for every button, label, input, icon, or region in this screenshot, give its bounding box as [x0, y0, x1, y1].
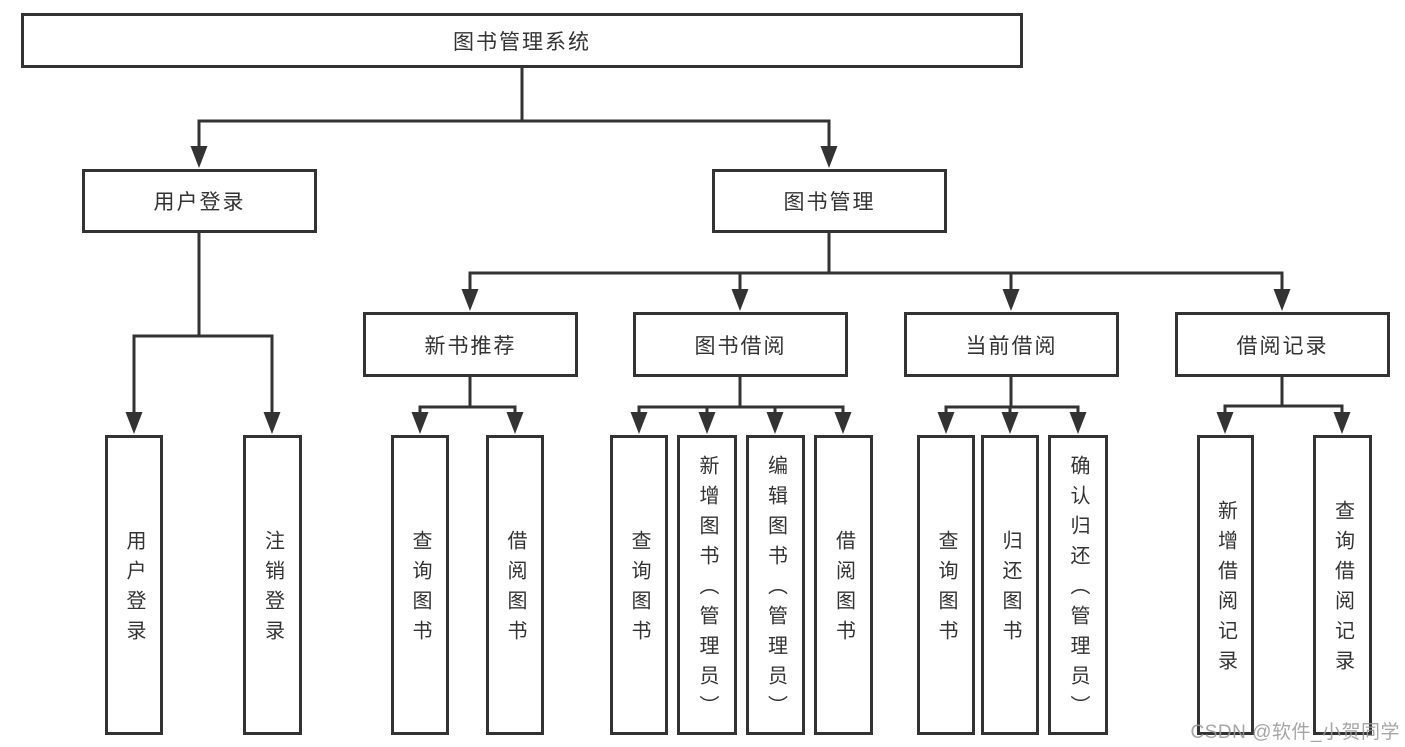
arrowhead-down-icon — [766, 412, 784, 434]
node-label-query-books-recommend: 查询图书 — [409, 530, 431, 650]
node-label-query-books-current: 查询图书 — [935, 530, 957, 650]
node-root: 图书管理系统 — [21, 13, 1023, 68]
node-label-book-borrowing: 图书借阅 — [694, 334, 787, 358]
node-label-add-books-admin: 新增图书（管理员） — [696, 455, 718, 725]
node-borrowing-records: 借阅记录 — [1175, 312, 1390, 377]
arrowhead-down-icon — [731, 289, 749, 311]
node-label-borrowing-records: 借阅记录 — [1236, 334, 1329, 358]
node-book-borrowing: 图书借阅 — [633, 312, 848, 377]
arrowhead-down-icon — [190, 146, 208, 168]
arrowhead-down-icon — [1001, 412, 1019, 434]
node-add-books-admin: 新增图书（管理员） — [677, 435, 737, 735]
node-query-books-borrowing: 查询图书 — [610, 435, 668, 735]
arrowhead-down-icon — [1069, 412, 1087, 434]
node-label-new-book-recommend: 新书推荐 — [424, 334, 517, 358]
node-borrow-books-recommend: 借阅图书 — [486, 435, 544, 735]
node-label-add-borrow-record: 新增借阅记录 — [1214, 500, 1237, 680]
arrowhead-down-icon — [1216, 412, 1234, 434]
node-confirm-return-admin: 确认归还（管理员） — [1048, 435, 1108, 735]
node-query-books-current: 查询图书 — [917, 435, 975, 735]
node-label-borrow-books-borrowing: 借阅图书 — [832, 530, 855, 650]
node-label-edit-books-admin: 编辑图书（管理员） — [764, 455, 787, 725]
node-label-query-books-borrowing: 查询图书 — [628, 530, 650, 650]
node-query-borrow-record: 查询借阅记录 — [1313, 435, 1372, 735]
arrowhead-down-icon — [698, 412, 716, 434]
node-edit-books-admin: 编辑图书（管理员） — [746, 435, 805, 735]
node-label-user-login: 用户登录 — [153, 191, 246, 214]
node-current-borrowing: 当前借阅 — [904, 312, 1119, 377]
arrowhead-down-icon — [461, 289, 479, 311]
arrowhead-down-icon — [630, 412, 648, 434]
arrowhead-down-icon — [506, 412, 524, 434]
node-add-borrow-record: 新增借阅记录 — [1197, 435, 1254, 735]
node-user-login: 用户登录 — [82, 169, 317, 233]
node-label-return-books: 归还图书 — [999, 530, 1021, 650]
node-borrow-books-borrowing: 借阅图书 — [814, 435, 873, 735]
node-label-query-borrow-record: 查询借阅记录 — [1331, 500, 1354, 680]
arrowhead-down-icon — [1002, 289, 1020, 311]
arrowhead-down-icon — [820, 146, 838, 168]
node-label-current-borrowing: 当前借阅 — [965, 334, 1058, 358]
arrowhead-down-icon — [411, 412, 429, 434]
node-logout-leaf: 注销登录 — [243, 435, 302, 735]
node-label-logout-leaf: 注销登录 — [261, 530, 284, 650]
watermark: CSDN @软件_小贺同学 — [1190, 722, 1400, 743]
node-user-login-leaf: 用户登录 — [105, 435, 163, 735]
node-book-management: 图书管理 — [712, 169, 947, 233]
node-label-book-management: 图书管理 — [783, 191, 876, 214]
arrowhead-down-icon — [937, 412, 955, 434]
node-new-book-recommend: 新书推荐 — [363, 312, 578, 377]
arrowhead-down-icon — [1273, 289, 1291, 311]
node-label-confirm-return-admin: 确认归还（管理员） — [1067, 455, 1089, 725]
arrowhead-down-icon — [263, 412, 281, 434]
arrowhead-down-icon — [125, 412, 143, 434]
node-label-borrow-books-recommend: 借阅图书 — [504, 530, 526, 650]
arrowhead-down-icon — [834, 412, 852, 434]
node-label-user-login-leaf: 用户登录 — [123, 530, 145, 650]
node-query-books-recommend: 查询图书 — [391, 435, 449, 735]
node-return-books: 归还图书 — [981, 435, 1039, 735]
node-label-root: 图书管理系统 — [453, 30, 591, 54]
arrowhead-down-icon — [1333, 412, 1351, 434]
